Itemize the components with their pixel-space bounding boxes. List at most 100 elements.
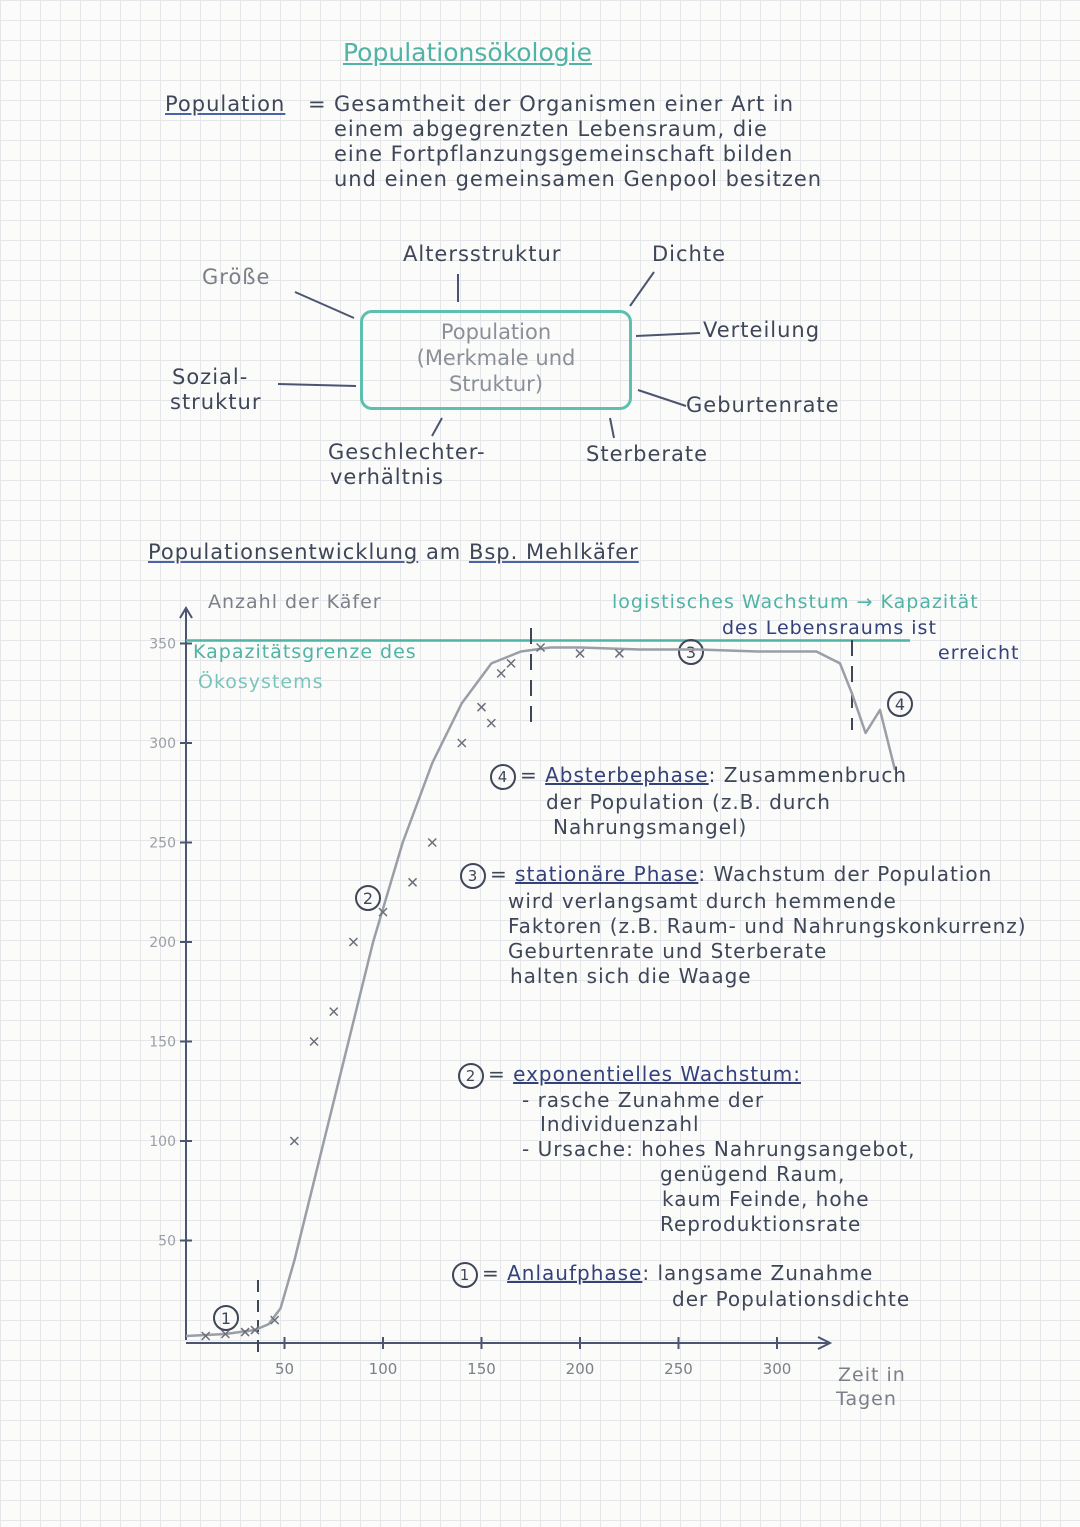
definition-line-2: einem abgegrenzten Lebensraum, die <box>334 117 768 141</box>
growth-curve <box>185 646 897 1338</box>
connector-verteilung <box>635 332 701 337</box>
phase-2-title: exponentielles Wachstum: <box>513 1062 801 1086</box>
y-tick-label: 150 <box>149 1035 176 1051</box>
chart-observations <box>201 642 624 1341</box>
phase-circle-label-4: 4 <box>895 695 905 714</box>
observation-stroke-b <box>506 658 516 668</box>
observation-stroke-b <box>536 642 546 653</box>
x-tick-label: 100 <box>369 1360 398 1378</box>
mindmap-center-line1: Population <box>440 320 552 344</box>
observation-point <box>220 1329 230 1339</box>
mindmap-geburtenrate: Geburtenrate <box>686 393 840 417</box>
y-tick-label: 350 <box>149 637 176 653</box>
observation-stroke-b <box>378 907 388 917</box>
observation-stroke-b <box>329 1007 339 1017</box>
y-tick-label: 50 <box>158 1234 176 1250</box>
phase-1-number: 1 <box>452 1261 478 1288</box>
phase-2-line2: Individuenzahl <box>540 1112 700 1136</box>
logistic-label-line1: logistisches Wachstum → Kapazität <box>612 591 979 613</box>
connector-dichte <box>629 271 655 307</box>
page-title: Populationsökologie <box>343 38 592 67</box>
phase-2-line6: Reproduktionsrate <box>660 1212 862 1236</box>
observation-point <box>201 1331 211 1341</box>
x-tick-label: 250 <box>664 1360 693 1378</box>
chart-axes <box>179 606 833 1350</box>
connector-geburtenrate <box>637 389 687 407</box>
section-heading-part2: am <box>425 540 462 564</box>
phase-2-block: 2= exponentielles Wachstum: <box>458 1062 801 1089</box>
phase-1-line1: langsame Zunahme <box>657 1261 874 1285</box>
mindmap-verteilung: Verteilung <box>703 318 821 342</box>
observation-point <box>506 658 516 668</box>
capacity-label-line2: Ökosystems <box>198 671 324 693</box>
x-tick-label: 150 <box>467 1360 496 1378</box>
connector-sozialstruktur <box>277 383 357 387</box>
x-tick-label: 50 <box>275 1360 294 1378</box>
x-tick-label: 200 <box>566 1360 595 1378</box>
phase-2-line1: - rasche Zunahme der <box>522 1088 765 1112</box>
observation-stroke-b <box>408 877 418 887</box>
mindmap-sozial-line2: struktur <box>170 390 262 414</box>
observation-point <box>457 738 467 748</box>
definition-term: Population <box>165 92 286 116</box>
logistic-label-line2: des Lebensraums ist <box>722 617 937 639</box>
phase-circle-1 <box>213 1305 239 1331</box>
mindmap-altersstruktur: Altersstruktur <box>403 242 562 266</box>
observation-stroke-b <box>270 1315 280 1325</box>
observation-stroke-b <box>476 702 487 712</box>
observation-point <box>575 648 585 658</box>
observation-point <box>408 877 418 887</box>
observation-stroke-b <box>614 648 624 658</box>
phase-4-number: 4 <box>490 763 516 790</box>
observation-point <box>427 837 437 848</box>
observation-stroke-b <box>457 738 467 748</box>
phase-4-block: 4= Absterbephase: Zusammenbruch <box>490 763 907 790</box>
observation-stroke-b <box>575 648 585 658</box>
chart-xlabel: Zeit in <box>838 1364 906 1386</box>
observation-point <box>329 1007 339 1017</box>
section-heading-part1: Populationsentwicklung <box>148 540 419 564</box>
definition-line-4: und einen gemeinsamen Genpool besitzen <box>334 167 823 191</box>
observation-stroke-b <box>427 837 437 848</box>
observation-point <box>240 1327 250 1337</box>
phase-3-line4: Geburtenrate und Sterberate <box>508 939 828 963</box>
observation-stroke-b <box>496 668 506 678</box>
mindmap-sterberate: Sterberate <box>586 442 709 466</box>
y-tick-label: 250 <box>149 836 176 852</box>
observation-point <box>348 937 358 947</box>
phase-circle-4 <box>887 691 913 717</box>
mindmap-center-box: Population (Merkmale und Struktur) <box>360 310 632 410</box>
observation-point <box>486 718 496 728</box>
chart-ylabel: Anzahl der Käfer <box>208 591 382 613</box>
connector-sterberate <box>609 417 615 439</box>
observation-point <box>378 907 388 917</box>
observation-stroke-b <box>348 937 358 947</box>
mindmap-center-line3: Struktur) <box>448 372 544 396</box>
phase-4-line2: der Population (z.B. durch <box>546 790 831 814</box>
observation-point <box>536 642 546 653</box>
phase-3-number: 3 <box>460 862 486 889</box>
observation-stroke-b <box>289 1136 299 1146</box>
mindmap-connectors <box>277 271 701 439</box>
observation-stroke-b <box>220 1329 230 1339</box>
observation-stroke-b <box>240 1327 250 1337</box>
phase-2-line5: kaum Feinde, hohe <box>662 1187 870 1211</box>
mindmap-sozial-line1: Sozial- <box>172 365 249 389</box>
observation-stroke-b <box>250 1325 260 1335</box>
observation-stroke-b <box>309 1036 319 1047</box>
chart-curve <box>185 646 897 1338</box>
section-heading-part3: Bsp. Mehlkäfer <box>468 540 639 564</box>
capacity-label-line1: Kapazitätsgrenze des <box>193 641 417 663</box>
phase-4-title: Absterbephase <box>545 763 709 787</box>
y-tick-label: 200 <box>149 935 176 951</box>
mindmap-center-line2: (Merkmale und <box>416 346 576 370</box>
observation-point <box>496 668 506 678</box>
mindmap-dichte: Dichte <box>652 242 727 266</box>
observation-point <box>614 648 624 658</box>
connector-geschlecht <box>431 417 443 437</box>
phase-circle-3 <box>678 639 704 665</box>
connector-groesse <box>294 291 355 319</box>
